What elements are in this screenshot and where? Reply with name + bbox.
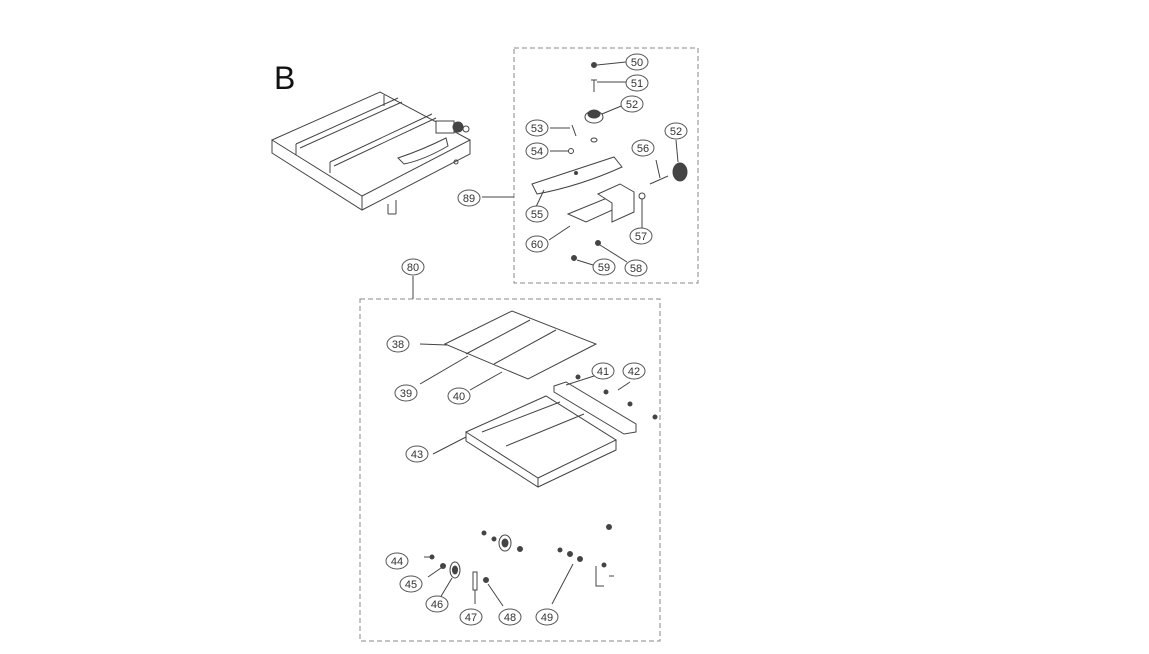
callout-89: 89	[457, 189, 481, 207]
table-parts	[419, 310, 658, 607]
callout-number: 45	[405, 579, 417, 591]
callout-number: 57	[635, 231, 647, 243]
assembled-table-drawing	[270, 91, 472, 215]
callout-circle	[525, 235, 549, 253]
callout-number: 58	[630, 263, 642, 275]
callout-circle	[525, 205, 549, 223]
callout-circle	[405, 445, 429, 463]
callout-number: 50	[631, 57, 643, 69]
callout-number: 47	[465, 612, 477, 624]
callout-circle	[399, 575, 423, 593]
callout-circle	[624, 259, 648, 277]
callout-circle	[525, 119, 549, 137]
miter-gauge-group-box	[513, 47, 699, 284]
callout-circle	[386, 335, 410, 353]
callout-number: 59	[598, 262, 610, 274]
section-label: B	[274, 60, 296, 96]
callout-59: 59	[592, 258, 616, 276]
callout-circle	[457, 189, 481, 207]
callout-number: 53	[531, 123, 543, 135]
callout-60: 60	[525, 235, 549, 253]
callout-number: 55	[531, 209, 543, 221]
callout-circle	[591, 362, 615, 380]
callout-number: 52	[670, 126, 682, 138]
callout-number: 46	[431, 599, 443, 611]
callout-number: 44	[391, 556, 403, 568]
callout-circle	[622, 362, 646, 380]
callout-40: 40	[447, 387, 471, 405]
callout-circle	[498, 608, 522, 626]
callout-number: 89	[463, 193, 475, 205]
callout-number: 51	[631, 78, 643, 90]
callout-52: 52	[664, 122, 688, 140]
callout-circle	[535, 608, 559, 626]
callout-49: 49	[535, 608, 559, 626]
callout-56: 56	[631, 139, 655, 157]
callout-circle	[525, 142, 549, 160]
callout-circle	[592, 258, 616, 276]
callout-circle	[629, 227, 653, 245]
callout-38: 38	[386, 335, 410, 353]
callout-number: 52	[626, 99, 638, 111]
callout-41: 41	[591, 362, 615, 380]
callout-55: 55	[525, 205, 549, 223]
miter-gauge-parts	[531, 61, 688, 266]
callout-bubbles: 50 51 52 52 53 54 56 89 55 57 60 59 58 80 38 39 40 41 42 43…	[385, 53, 688, 626]
callout-52: 52	[620, 95, 644, 113]
callout-circle	[664, 122, 688, 140]
callout-number: 41	[597, 366, 609, 378]
callout-circle	[447, 387, 471, 405]
callout-39: 39	[394, 384, 418, 402]
callout-50: 50	[625, 53, 649, 71]
callout-circle	[394, 384, 418, 402]
callout-circle	[459, 608, 483, 626]
callout-circle	[425, 595, 449, 613]
callout-number: 38	[392, 339, 404, 351]
callout-circle	[625, 74, 649, 92]
callout-number: 54	[531, 146, 543, 158]
callout-number: 42	[628, 366, 640, 378]
callout-44: 44	[385, 552, 409, 570]
callout-51: 51	[625, 74, 649, 92]
callout-58: 58	[624, 259, 648, 277]
callout-53: 53	[525, 119, 549, 137]
callout-circle	[631, 139, 655, 157]
callout-circle	[385, 552, 409, 570]
callout-45: 45	[399, 575, 423, 593]
callout-47: 47	[459, 608, 483, 626]
callout-43: 43	[405, 445, 429, 463]
callout-circle	[625, 53, 649, 71]
callout-circle	[620, 95, 644, 113]
callout-54: 54	[525, 142, 549, 160]
callout-number: 49	[541, 612, 553, 624]
callout-circle	[401, 258, 425, 276]
callout-number: 48	[504, 612, 516, 624]
callout-number: 56	[637, 143, 649, 155]
callout-number: 60	[531, 239, 543, 251]
callout-number: 39	[400, 388, 412, 400]
callout-46: 46	[425, 595, 449, 613]
callout-number: 40	[453, 391, 465, 403]
callout-number: 80	[407, 262, 419, 274]
callout-80: 80	[401, 258, 425, 276]
table-group-box	[359, 298, 661, 642]
callout-48: 48	[498, 608, 522, 626]
callout-number: 43	[411, 449, 423, 461]
callout-42: 42	[622, 362, 646, 380]
callout-57: 57	[629, 227, 653, 245]
